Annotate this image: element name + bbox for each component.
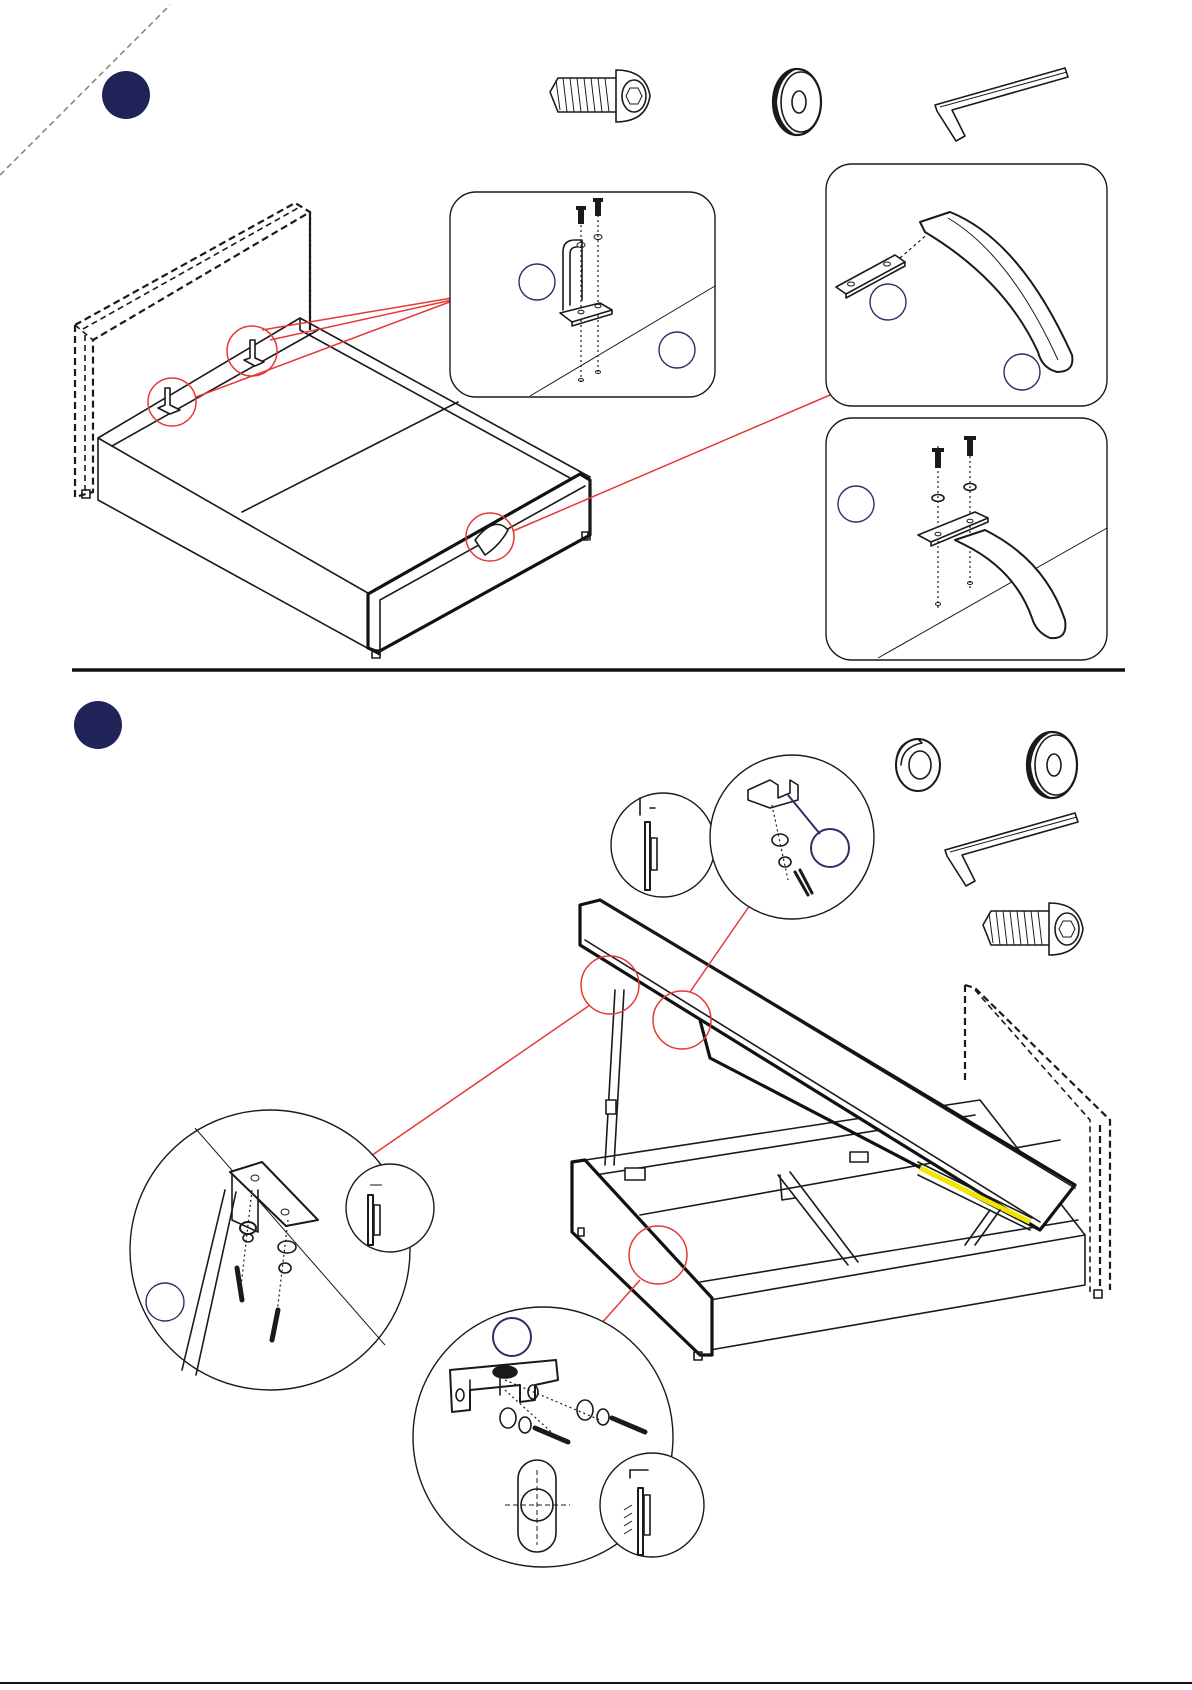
step-2	[74, 701, 1110, 1567]
bed-frame-step2	[365, 900, 1110, 1360]
allen-key-icon	[935, 68, 1068, 141]
step-1	[75, 68, 1107, 660]
allen-key-icon	[945, 813, 1078, 886]
step-badge-1	[102, 71, 150, 119]
bracket-mount-detail	[450, 192, 715, 397]
hex-bolt-icon	[550, 70, 650, 122]
spring-washer-icon	[896, 739, 940, 791]
gas-strut-top-detail	[130, 1110, 434, 1390]
step-badge-2	[74, 701, 122, 749]
flat-washer-icon	[1027, 732, 1077, 798]
flat-washer-icon	[773, 69, 821, 135]
handle-mount-detail	[826, 418, 1107, 660]
handle-part-detail	[826, 164, 1107, 406]
hex-bolt-icon	[983, 903, 1083, 955]
top-hinge-detail	[611, 755, 874, 919]
gas-strut-bottom-detail	[413, 1307, 704, 1567]
